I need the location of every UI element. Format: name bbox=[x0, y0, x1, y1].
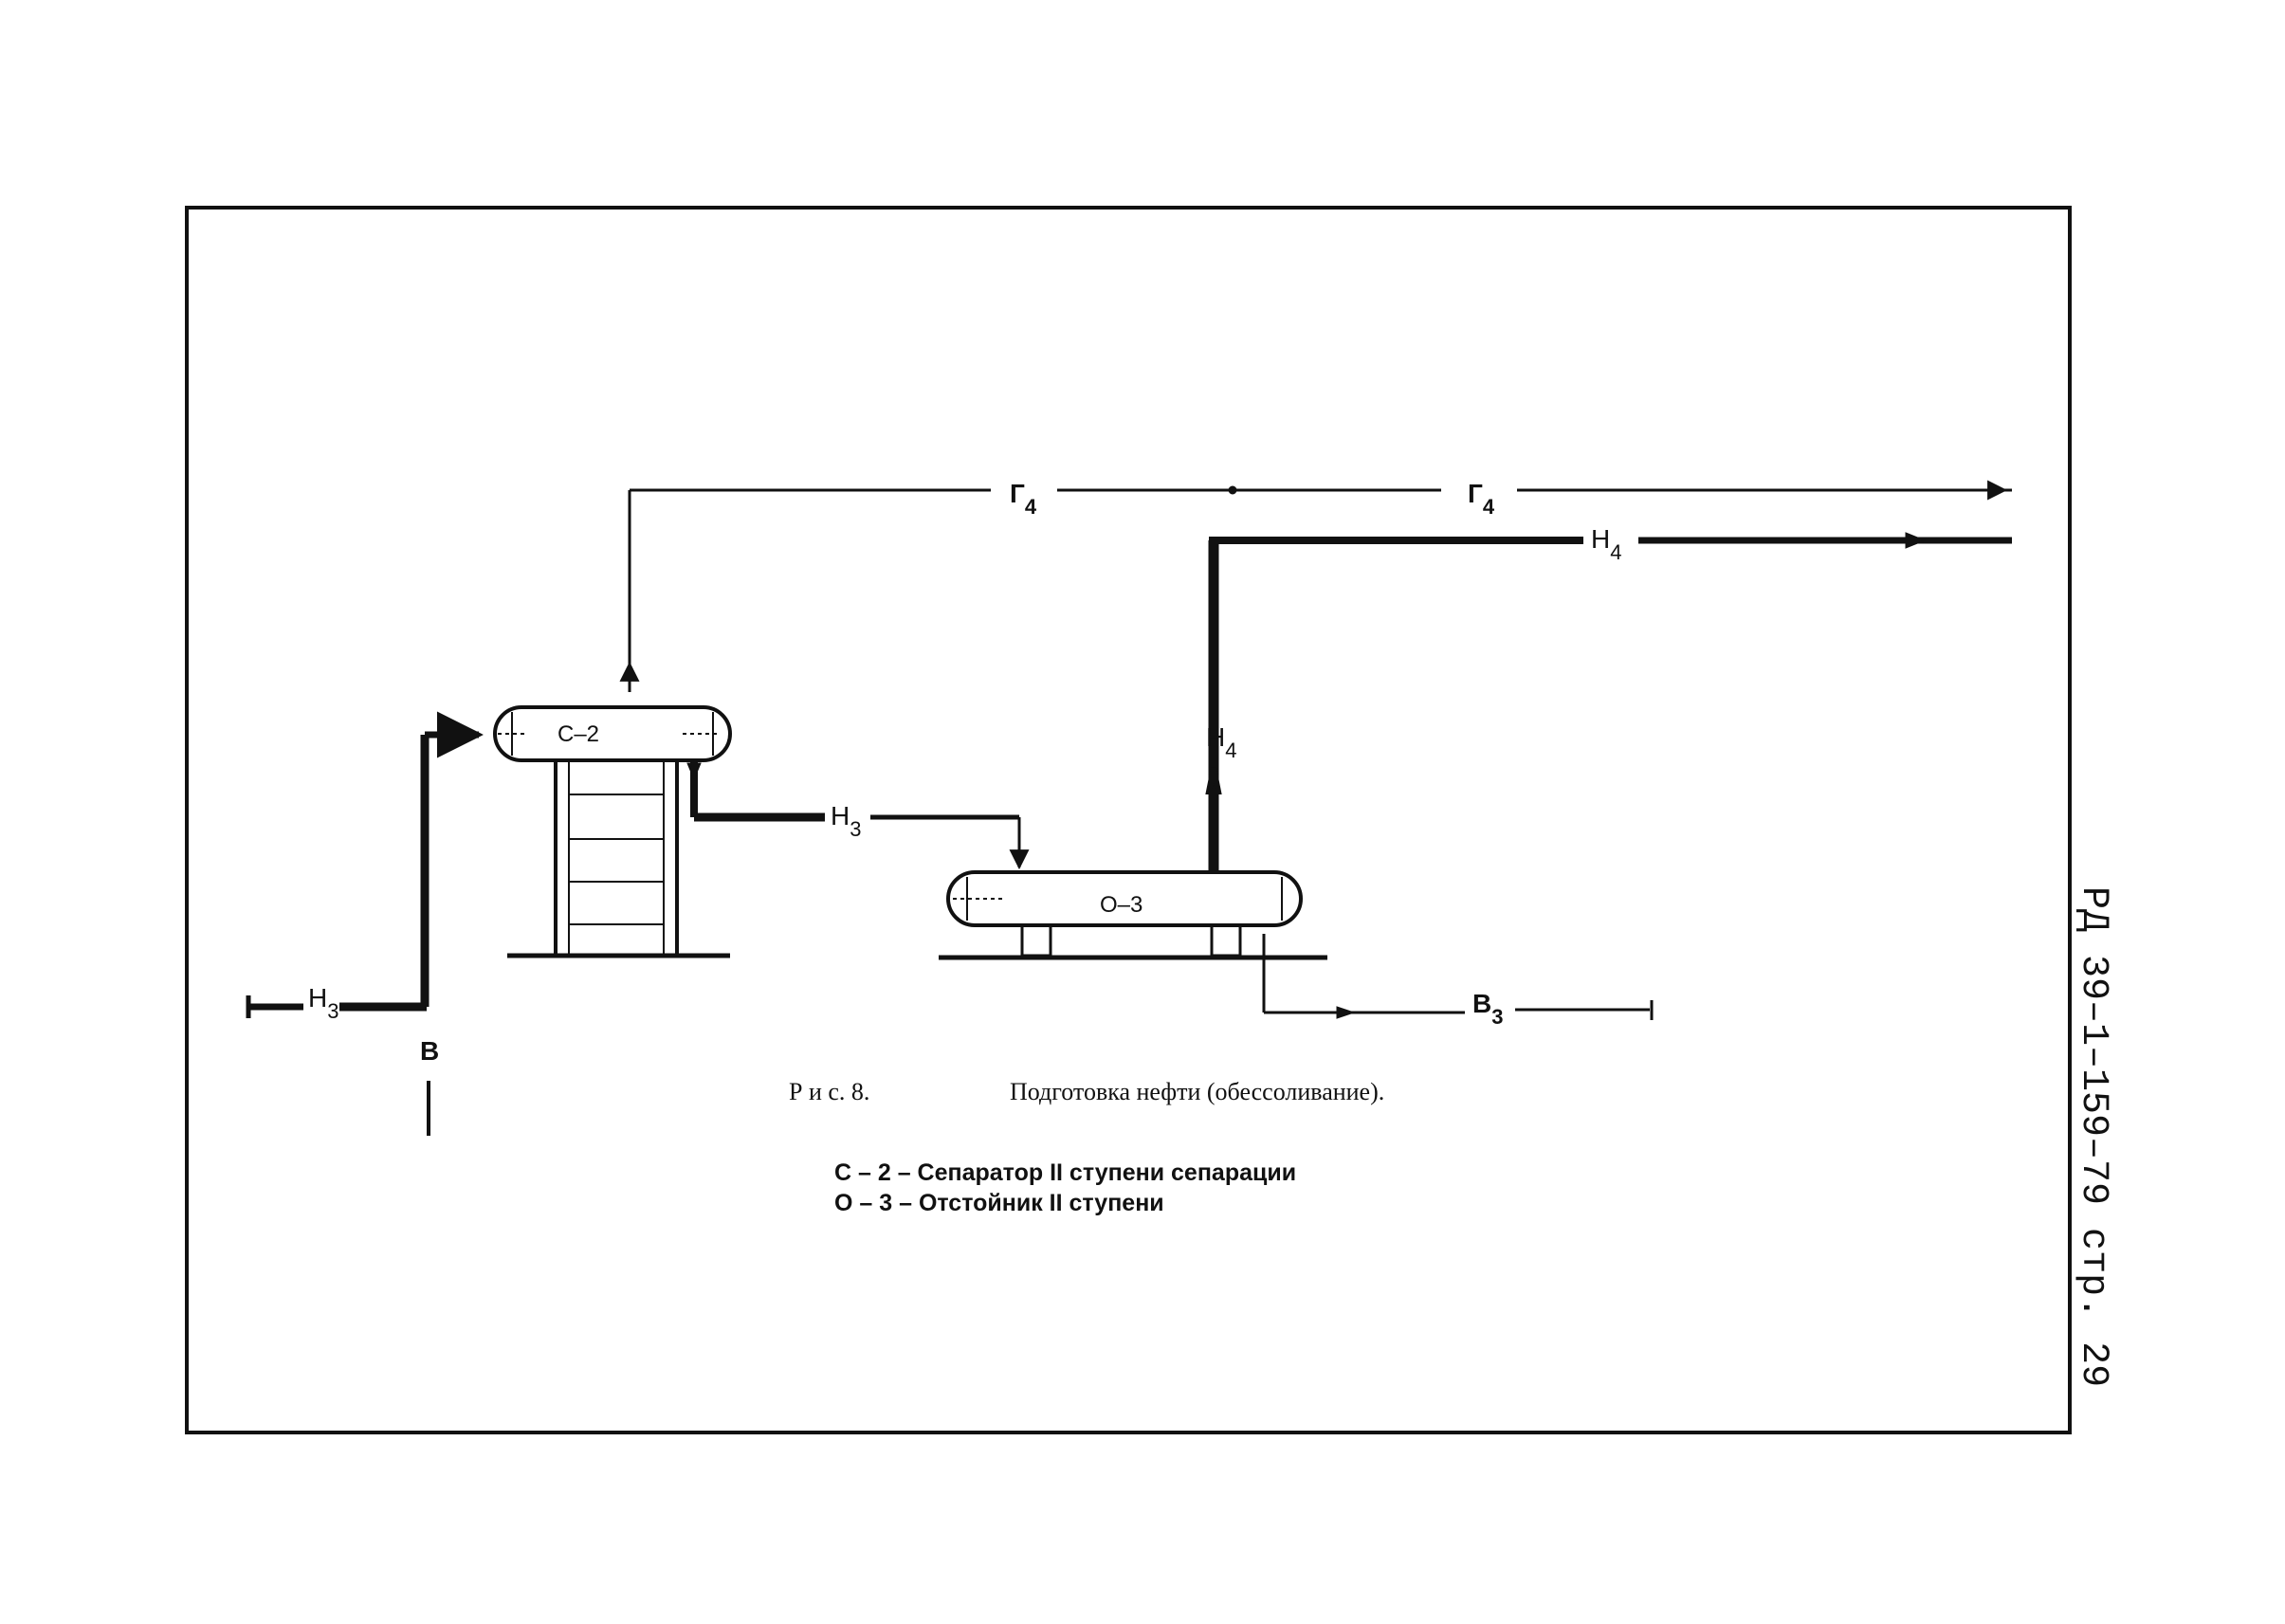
oil-inlet-n3 bbox=[246, 711, 484, 1018]
stream-label-g4-a: Г4 bbox=[1010, 479, 1037, 519]
figure-title: Подготовка нефти (обессоливание). bbox=[1010, 1078, 1384, 1105]
legend-line-1: С – 2 – Сепаратор II ступени сепарации bbox=[834, 1159, 1296, 1186]
legend-line-2: О – 3 – Отстойник II ступени bbox=[834, 1190, 1164, 1216]
stream-label-v-left: В bbox=[420, 1036, 439, 1066]
gas-line-g4 bbox=[619, 480, 2012, 692]
separator-c2 bbox=[493, 705, 732, 958]
stream-label-v3: В3 bbox=[1472, 989, 1503, 1029]
stream-label-n3-in: Н3 bbox=[308, 983, 338, 1023]
stream-label-n4-top: Н4 bbox=[1591, 524, 1621, 564]
stream-label-n4-vert: Н4 bbox=[1206, 722, 1236, 762]
oil-line-n3-mid bbox=[686, 758, 1030, 870]
vessel-label-o3: О–3 bbox=[1100, 892, 1142, 918]
stream-label-n3-mid: Н3 bbox=[831, 801, 861, 841]
page-frame bbox=[185, 206, 2072, 1434]
document-code: РД 39–1–159–79 стр. 29 bbox=[2072, 886, 2114, 1387]
vessel-label-c2: С–2 bbox=[558, 721, 599, 747]
oil-line-n4 bbox=[1205, 532, 2012, 872]
stream-label-g4-b: Г4 bbox=[1468, 479, 1495, 519]
figure-number: Р и с. 8. bbox=[789, 1078, 869, 1105]
settler-o3 bbox=[939, 870, 1327, 960]
water-line-v3 bbox=[1262, 934, 1654, 1020]
